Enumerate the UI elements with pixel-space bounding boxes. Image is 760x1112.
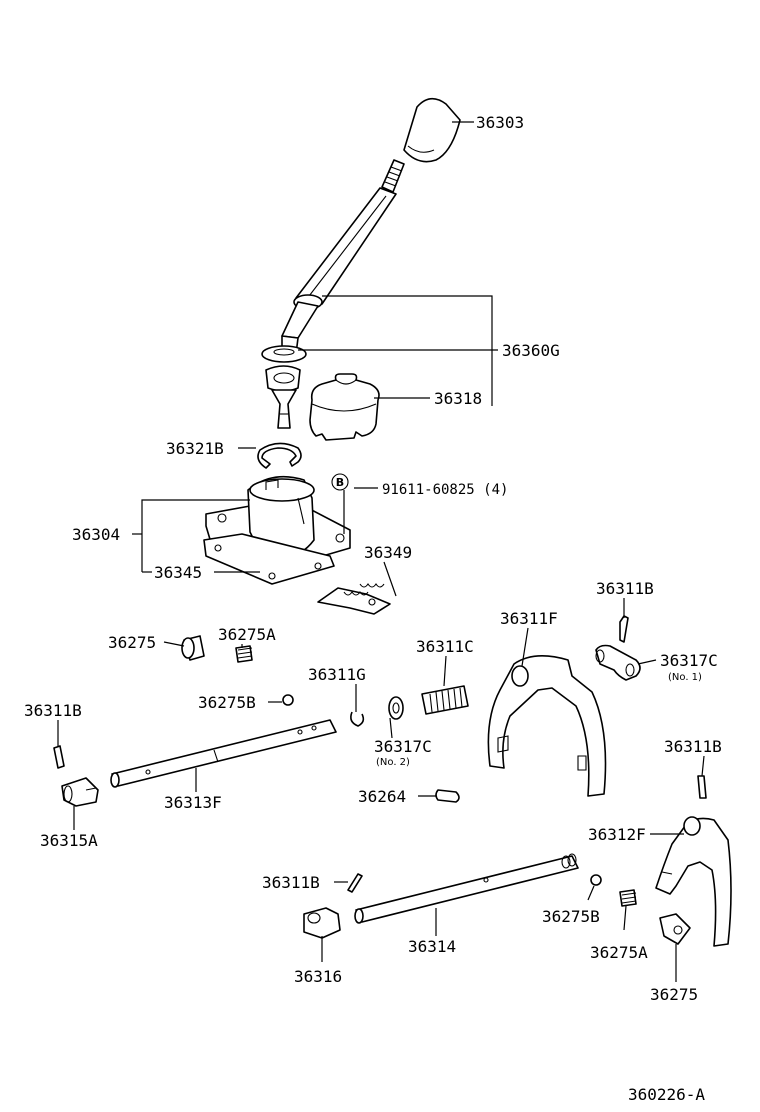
part-labels: 36303 36360G 36318 36321B 91611-60825 (4… [24, 113, 722, 1004]
snap-ring [257, 442, 302, 469]
label-36275-top: 36275 [108, 633, 156, 652]
shift-boot [309, 373, 380, 441]
washer-no2 [388, 696, 404, 720]
pin-top [619, 615, 629, 643]
label-36264: 36264 [358, 787, 406, 806]
shift-shaft-no1 [110, 719, 337, 788]
ball-top [282, 694, 294, 706]
label-36317C-no2-sub: (No. 2) [376, 757, 410, 768]
label-36311B-bottom: 36311B [262, 873, 320, 892]
housing-gasket [203, 533, 335, 585]
ball-bottom [590, 874, 602, 886]
shift-head-b [303, 907, 341, 939]
label-36275A-top: 36275A [218, 625, 276, 644]
label-36314: 36314 [408, 937, 456, 956]
shift-knob [403, 97, 461, 163]
shift-head-a [61, 777, 99, 807]
leader-lines [57, 121, 705, 982]
return-spring-set [317, 583, 391, 615]
pin-left [53, 745, 65, 769]
plug-top [181, 635, 205, 661]
plug-bottom [659, 913, 691, 945]
shift-fork-no1 [487, 655, 607, 797]
label-36311B-left: 36311B [24, 701, 82, 720]
label-36317C-no2: 36317C [374, 737, 432, 756]
label-36312F: 36312F [588, 825, 646, 844]
spring-top [235, 645, 253, 663]
label-36317C-no1: 36317C [660, 651, 718, 670]
snap-spring [350, 711, 365, 727]
label-36304: 36304 [72, 525, 120, 544]
label-36345: 36345 [154, 563, 202, 582]
shift-shaft-no2 [354, 853, 579, 924]
label-36313F: 36313F [164, 793, 222, 812]
interlock-pin [435, 789, 460, 803]
spring-bottom [619, 889, 637, 907]
label-36275B-top: 36275B [198, 693, 256, 712]
pin-bottom [347, 873, 363, 893]
shift-fork-no2 [655, 816, 732, 947]
bolt-marker: B [331, 473, 349, 491]
label-36311G: 36311G [308, 665, 366, 684]
shift-lever [261, 187, 397, 429]
label-36316: 36316 [294, 967, 342, 986]
label-36311F: 36311F [500, 609, 558, 628]
pin-right [697, 775, 707, 799]
label-36275-bottom: 36275 [650, 985, 698, 1004]
label-36275A-bottom: 36275A [590, 943, 648, 962]
label-36317C-no1-sub: (No. 1) [668, 672, 702, 683]
label-36360G: 36360G [502, 341, 560, 360]
compression-spring [421, 685, 469, 715]
lever-thread [381, 159, 405, 193]
bolt-marker-letter: B [336, 476, 344, 489]
label-36303: 36303 [476, 113, 524, 132]
label-36315A: 36315A [40, 831, 98, 850]
diagram-reference-code: 360226-A [628, 1085, 705, 1104]
label-36311B-top: 36311B [596, 579, 654, 598]
label-36318: 36318 [434, 389, 482, 408]
label-36349: 36349 [364, 543, 412, 562]
label-36311C: 36311C [416, 637, 474, 656]
label-36321B: 36321B [166, 439, 224, 458]
label-36311B-right: 36311B [664, 737, 722, 756]
shift-collar-no1 [595, 644, 641, 681]
label-91611-60825: 91611-60825 (4) [382, 482, 508, 498]
label-36275B-bottom: 36275B [542, 907, 600, 926]
